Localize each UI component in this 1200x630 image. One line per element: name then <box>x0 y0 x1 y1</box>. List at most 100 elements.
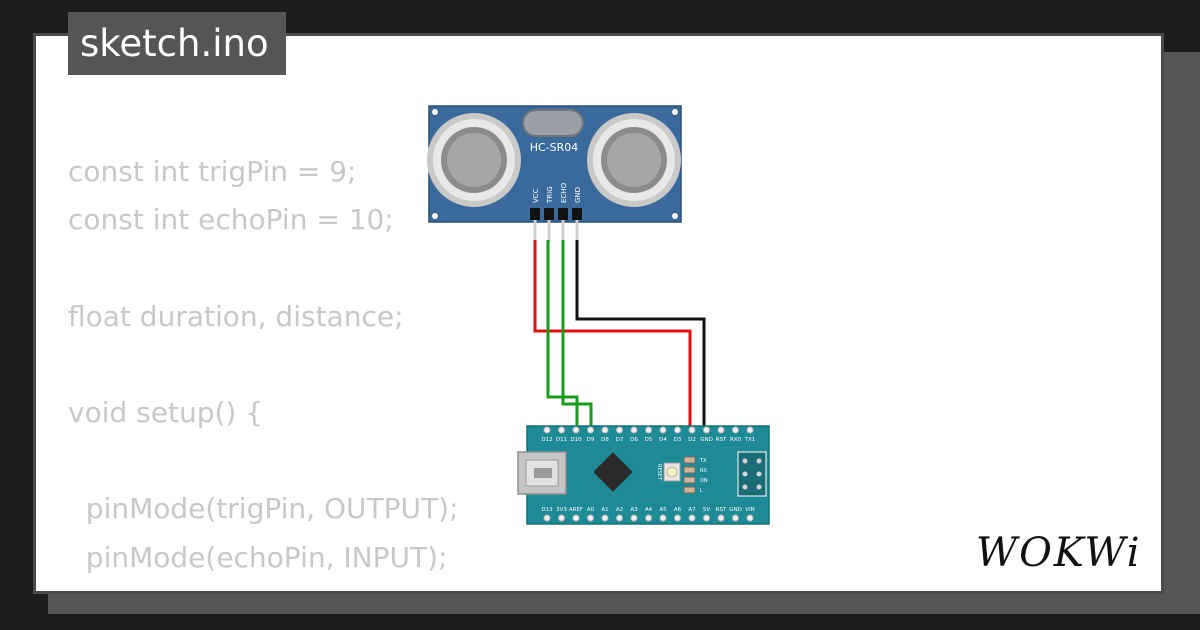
hc-sr04-sensor[interactable]: HC-SR04 VCC TRIG ECHO GND <box>427 105 682 242</box>
board-pin-label: D6 <box>630 437 638 443</box>
sensor-pin[interactable]: TRIG <box>544 186 554 242</box>
board-pin-label: D7 <box>616 437 624 443</box>
board-pin-label: D11 <box>556 437 567 443</box>
board-pin-label: A0 <box>587 507 595 513</box>
status-led-label: L <box>700 488 703 494</box>
board-pin-hole[interactable] <box>572 514 580 522</box>
board-pin-hole[interactable] <box>746 426 754 434</box>
usb-connector <box>517 451 567 495</box>
reset-label: RESET <box>656 464 662 481</box>
board-pin-hole[interactable] <box>688 514 696 522</box>
status-led <box>683 466 696 474</box>
board-pin-label: D8 <box>601 437 609 443</box>
status-led-label: TX <box>699 458 707 464</box>
status-leds: TX RX ON L <box>683 456 708 494</box>
sensor-pin-label: TRIG <box>546 186 554 204</box>
board-pin-hole[interactable] <box>558 426 565 434</box>
board-pin-label: D12 <box>541 437 552 443</box>
board-pin-label: A2 <box>616 507 623 513</box>
board-pin-hole[interactable] <box>674 426 681 434</box>
sensor-mount-hole <box>672 213 678 219</box>
board-pin-hole[interactable] <box>717 514 725 522</box>
board-pin-label: A5 <box>659 507 667 513</box>
code-line: pinMode(echoPin, INPUT); <box>68 540 448 574</box>
board-pin-hole[interactable] <box>601 426 609 434</box>
board-pin-hole[interactable] <box>645 514 652 522</box>
board-pin-hole[interactable] <box>674 514 681 522</box>
board-pin-label: RX0 <box>730 437 742 443</box>
code-line: pinMode(trigPin, OUTPUT); <box>68 492 459 526</box>
code-line: const int echoPin = 10; <box>68 203 394 237</box>
board-pin-hole[interactable] <box>688 426 696 434</box>
board-pin-hole[interactable] <box>616 514 623 522</box>
sensor-pin-label: ECHO <box>560 182 568 203</box>
board-pin-hole[interactable] <box>659 426 667 434</box>
icsp-header <box>737 451 767 497</box>
wire-echo-d10[interactable] <box>561 240 593 429</box>
code-line: float duration, distance; <box>68 299 404 333</box>
board-pin-hole[interactable] <box>587 426 594 434</box>
board-pin-label: GND <box>729 507 742 513</box>
board-pin-label: AREF <box>569 507 583 513</box>
status-led-label: ON <box>700 478 708 484</box>
board-pin-hole[interactable] <box>732 426 739 434</box>
crystal-oscillator <box>522 109 584 137</box>
sensor-pin[interactable]: VCC <box>530 188 540 242</box>
sensor-pin[interactable]: GND <box>572 187 582 242</box>
sensor-pin[interactable]: ECHO <box>558 182 568 242</box>
board-pin-hole[interactable] <box>703 426 710 434</box>
board-pin-hole[interactable] <box>558 514 565 522</box>
board-pin-label: TX1 <box>744 437 756 443</box>
board-pin-hole[interactable] <box>630 426 638 434</box>
board-pin-label: 5V <box>703 507 710 513</box>
board-pin-hole[interactable] <box>659 514 667 522</box>
sensor-mount-hole <box>432 213 438 219</box>
sensor-mount-hole <box>672 109 678 115</box>
board-pin-label: 3V3 <box>556 507 567 513</box>
board-pin-label: VIN <box>745 507 755 513</box>
board-pin-label: A3 <box>630 507 638 513</box>
board-pin-label: GND <box>700 437 713 443</box>
file-name-tab[interactable]: sketch.ino <box>68 12 286 75</box>
board-pin-hole[interactable] <box>543 514 551 522</box>
board-pin-hole[interactable] <box>601 514 609 522</box>
board-pin-hole[interactable] <box>717 426 725 434</box>
board-pin-hole[interactable] <box>630 514 638 522</box>
board-pin-hole[interactable] <box>703 514 710 522</box>
wire-vcc-5v[interactable] <box>533 240 692 519</box>
board-pin-label: D9 <box>587 437 595 443</box>
board-pin-label: D3 <box>674 437 682 443</box>
sensor-model-label: HC-SR04 <box>530 141 579 154</box>
board-pin-label: A7 <box>688 507 696 513</box>
code-snippet: const int trigPin = 9;const int echoPin … <box>68 148 528 588</box>
sensor-mount-hole <box>432 109 438 115</box>
board-pin-label: D2 <box>688 437 696 443</box>
board-pin-hole[interactable] <box>587 514 594 522</box>
board-pin-hole[interactable] <box>645 426 652 434</box>
wokwi-logo: WOKWi <box>976 530 1142 576</box>
board-pin-label: A4 <box>645 507 653 513</box>
board-pin-label: RST <box>716 507 727 513</box>
board-pin-label: A6 <box>674 507 682 513</box>
board-pin-label: D4 <box>659 437 667 443</box>
status-led <box>683 456 696 464</box>
wokwi-logo-text: WOKWi <box>976 530 1142 576</box>
board-pin-label: RST <box>716 437 727 443</box>
board-pin-hole[interactable] <box>616 426 623 434</box>
reset-button[interactable] <box>663 462 681 482</box>
board-pin-hole[interactable] <box>746 514 754 522</box>
status-led <box>683 476 696 484</box>
sensor-pin-label: GND <box>574 187 582 203</box>
board-pin-hole[interactable] <box>572 426 580 434</box>
microcontroller-chip <box>593 452 633 492</box>
transducer-left <box>427 113 521 207</box>
status-led-label: RX <box>700 468 707 474</box>
board-pin-hole[interactable] <box>543 426 551 434</box>
board-pin-hole[interactable] <box>732 514 739 522</box>
status-led <box>683 486 696 494</box>
sensor-pin-header: VCC TRIG ECHO GND <box>530 182 582 242</box>
transducer-right <box>587 113 681 207</box>
